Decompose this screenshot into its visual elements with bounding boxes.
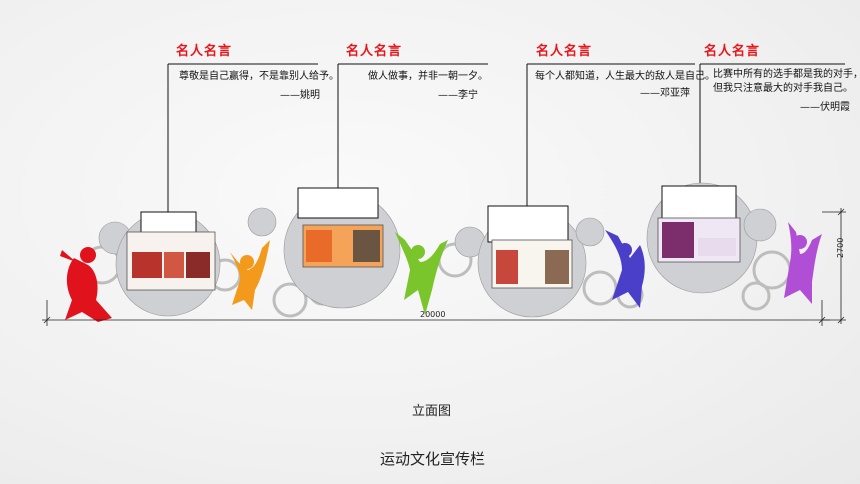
board-2 [297, 187, 384, 268]
drawing-caption: 运动文化宣传栏 [380, 450, 486, 468]
height-dimension-label: 2700 [836, 237, 845, 258]
quote-title: 名人名言 [176, 44, 233, 59]
quote-title: 名人名言 [536, 44, 593, 59]
quote-text-line-2: 但我只注意最大的对手我自己。 [713, 83, 853, 94]
quote-author: ——李宁 [438, 90, 478, 101]
quote-title: 名人名言 [346, 44, 403, 59]
height-dimension [822, 208, 846, 324]
width-dimension-label: 20000 [420, 310, 446, 319]
board-3 [487, 205, 573, 289]
quote-author: ——姚明 [280, 90, 320, 101]
green-figure-icon [395, 232, 448, 315]
view-label: 立面图 [412, 404, 452, 419]
red-figure-icon [60, 247, 112, 322]
quote-text: 做人做事，并非一朝一夕。 [368, 71, 488, 82]
quote-title: 名人名言 [704, 44, 761, 59]
quote-text: 每个人都知道，人生最大的敌人是自己。 [535, 71, 715, 82]
quote-author: ——邓亚萍 [640, 88, 690, 99]
board-4 [657, 185, 741, 263]
quote-author: ——伏明霞 [800, 102, 850, 113]
quote-text: 尊敬是自己赢得，不是靠别人给予。 [179, 71, 339, 82]
quote-text: 比赛中所有的选手都是我的对手， [713, 69, 860, 80]
board-1 [126, 211, 216, 291]
blue-figure-icon [605, 230, 645, 308]
width-dimension [42, 300, 830, 326]
purple-figure-icon [784, 222, 822, 304]
orange-figure-icon [230, 240, 270, 310]
